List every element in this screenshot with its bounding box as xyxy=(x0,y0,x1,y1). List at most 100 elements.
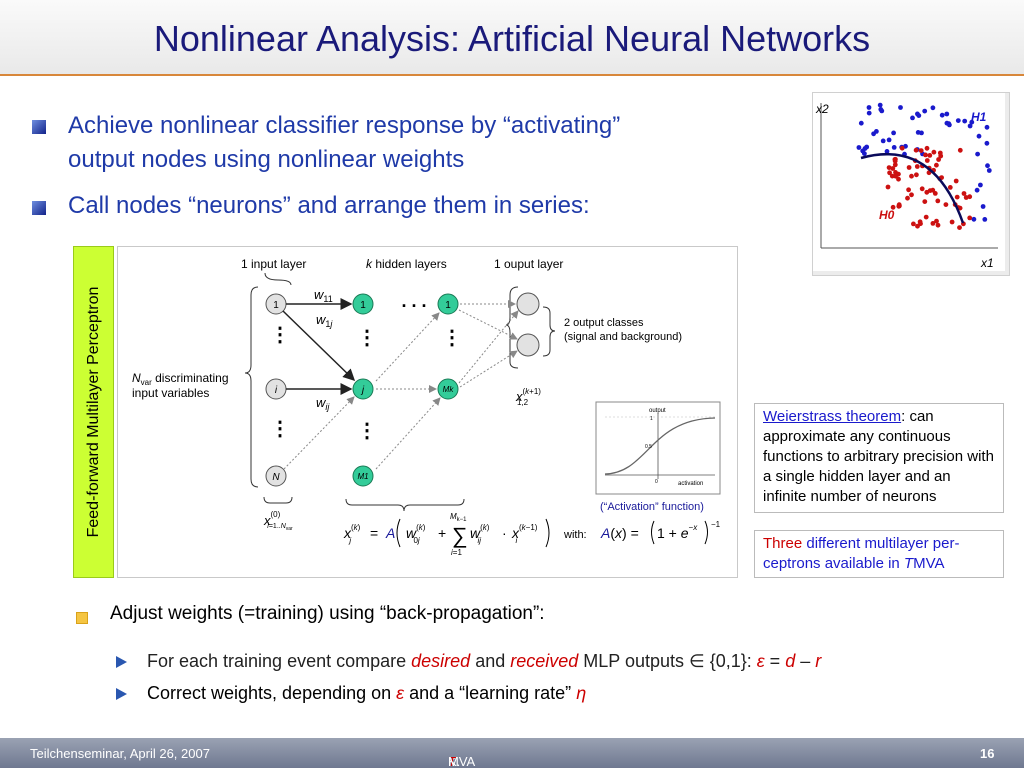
signal-point xyxy=(934,162,939,168)
bullet-1: Achieve nonlinear classifier response by… xyxy=(68,109,620,176)
slide-title: Nonlinear Analysis: Artificial Neural Ne… xyxy=(153,18,871,59)
background-point xyxy=(984,140,990,146)
signal-point xyxy=(923,152,928,158)
weierstrass-link[interactable]: Weierstrass theorem xyxy=(763,408,902,425)
scatter-plot: x2 x1 H1 H0 xyxy=(812,92,1010,276)
svg-text:i: i xyxy=(275,385,278,396)
svg-text:1: 1 xyxy=(273,300,279,311)
signal-point xyxy=(954,194,960,200)
svg-text:=: = xyxy=(370,525,378,541)
svg-text:+: + xyxy=(438,525,446,541)
background-point xyxy=(980,204,986,209)
signal-point xyxy=(967,194,973,200)
w1j-label: w1j xyxy=(316,312,333,329)
signal-point xyxy=(914,172,919,178)
signal-point xyxy=(953,178,959,184)
hidden1-node-1: 1 xyxy=(352,293,374,315)
signal-point xyxy=(917,219,923,225)
signal-point xyxy=(890,204,896,210)
background-point xyxy=(878,107,884,112)
signal-point xyxy=(931,149,937,155)
three-mlp-note: Three different multilayer per- ceptrons… xyxy=(754,530,1004,578)
input-node-i: i xyxy=(265,378,287,400)
signal-point xyxy=(890,166,896,171)
signal-point xyxy=(913,147,919,153)
w11-label: w11 xyxy=(314,287,333,304)
svg-text:⋮: ⋮ xyxy=(270,324,290,346)
svg-text:⋮: ⋮ xyxy=(442,327,462,349)
activation-caption: (“Activation” function) xyxy=(600,501,704,513)
background-point xyxy=(984,124,990,130)
svg-text:w(k)ij: w(k)ij xyxy=(470,523,490,545)
svg-text:N: N xyxy=(272,472,280,483)
signal-point xyxy=(922,199,928,204)
background-point xyxy=(866,110,872,116)
signal-point xyxy=(937,150,943,156)
background-point xyxy=(922,108,928,114)
output-node-2 xyxy=(516,333,540,357)
background-point xyxy=(978,182,983,188)
signal-point xyxy=(935,198,941,204)
sub-bullet-1: For each training event compare desired … xyxy=(147,651,822,671)
hidden1-node-j: j xyxy=(352,378,374,400)
svg-text:w(k)0j: w(k)0j xyxy=(406,523,426,545)
signal-point xyxy=(906,187,911,193)
y-axis-label: x2 xyxy=(815,102,829,116)
background-point xyxy=(877,102,883,108)
signal-point xyxy=(930,221,936,226)
signal-point xyxy=(905,195,910,201)
background-point xyxy=(955,118,961,123)
background-point xyxy=(974,187,980,193)
svg-text:M1: M1 xyxy=(357,472,368,481)
background-point xyxy=(919,130,924,136)
background-point xyxy=(884,149,890,154)
scatter-points xyxy=(856,102,992,231)
svg-text:1: 1 xyxy=(650,416,653,422)
background-point xyxy=(886,137,892,143)
signal-point xyxy=(957,147,963,153)
background-point xyxy=(969,119,975,125)
sub-bullet-icon xyxy=(116,656,127,668)
signal-point xyxy=(887,170,892,176)
background-point xyxy=(947,122,952,128)
signal-point xyxy=(924,158,930,163)
x-axis-label: x1 xyxy=(980,256,994,270)
background-point xyxy=(967,123,973,129)
svg-text:−1: −1 xyxy=(711,520,721,529)
output-node-1 xyxy=(516,292,540,316)
signal-point xyxy=(909,192,914,198)
svg-text:⋮: ⋮ xyxy=(270,418,290,440)
xin-label: x(0)i=1..Nvar xyxy=(263,510,293,532)
page-number: 16 xyxy=(980,746,995,761)
signal-point xyxy=(896,202,902,208)
background-point xyxy=(860,148,866,154)
background-point xyxy=(880,138,886,144)
svg-text:A(x) =: A(x) = xyxy=(600,525,639,541)
scatter-svg: x2 x1 H1 H0 xyxy=(813,93,1005,271)
signal-point xyxy=(909,173,914,179)
signal-point xyxy=(934,218,939,224)
background-point xyxy=(898,105,903,110)
signal-point xyxy=(886,165,892,170)
hidden-ellipsis: . . . xyxy=(401,291,426,311)
sidebar-label: Feed-forward Multilayer Perceptron xyxy=(84,286,102,538)
signal-point xyxy=(957,225,962,231)
network-diagram-panel: 1 input layer k hidden layers 1 ouput la… xyxy=(117,246,738,578)
svg-text:1: 1 xyxy=(445,300,451,311)
neuron-formula: x(k)j = A w(k)0j + ∑ Mk−1 i=1 w(k)ij · x… xyxy=(343,512,550,557)
background-point xyxy=(962,118,968,124)
xout-label: x(k+1)1,2 xyxy=(515,387,541,407)
sub-bullet-icon xyxy=(116,688,127,700)
signal-point xyxy=(927,188,933,193)
perceptron-sidebar: Feed-forward Multilayer Perceptron xyxy=(73,246,114,578)
svg-text:0: 0 xyxy=(655,479,658,485)
signal-point xyxy=(924,145,930,151)
signal-point xyxy=(918,148,924,153)
signal-point xyxy=(961,191,967,196)
background-point xyxy=(915,111,920,117)
svg-text:·: · xyxy=(502,525,507,541)
svg-text:Mk−1: Mk−1 xyxy=(450,512,467,523)
background-point xyxy=(866,105,872,110)
svg-text:A: A xyxy=(385,525,395,541)
nvar-label-line2: input variables xyxy=(132,386,209,400)
